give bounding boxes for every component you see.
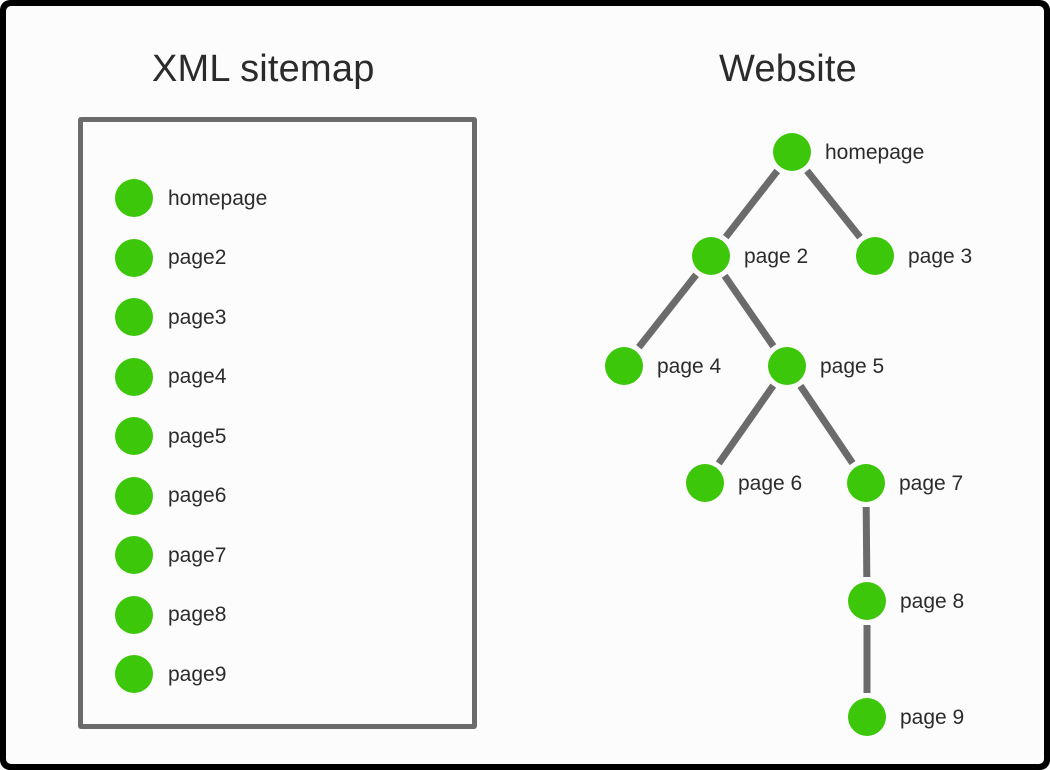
tree-node-page2[interactable]: page 2 — [692, 237, 808, 275]
list-item[interactable]: page3 — [115, 297, 226, 337]
list-item-label: page3 — [168, 305, 227, 329]
xml-sitemap-list-box: homepage page2 page3 page4 page5 page6 page7 pa… — [78, 117, 477, 729]
tree-edge-page7-to-page8 — [862, 506, 871, 578]
tree-node-label: homepage — [825, 140, 925, 164]
tree-edge-page5-to-page7 — [797, 383, 856, 466]
list-item[interactable]: page2 — [115, 238, 226, 278]
tree-node-page9[interactable]: page 9 — [848, 698, 964, 736]
list-item-label: page4 — [168, 365, 227, 388]
tree-edge-page2-to-page5 — [721, 273, 777, 349]
list-item-label: page7 — [168, 543, 227, 567]
tree-node-page8[interactable]: page 8 — [848, 582, 964, 620]
green-dot-icon — [848, 582, 886, 620]
green-dot-icon — [115, 238, 153, 277]
list-item[interactable]: page6 — [115, 476, 226, 516]
tree-node-label: page 9 — [900, 705, 965, 729]
tree-edge-homepage-to-page2 — [722, 168, 781, 240]
tree-node-page5[interactable]: page 5 — [768, 347, 884, 385]
tree-node-label: page 4 — [657, 354, 722, 378]
green-dot-icon — [115, 179, 153, 217]
diagram-inner-surface: XML sitemap homepage page2 page3 page4 page5… — [6, 6, 1044, 764]
tree-node-page3[interactable]: page 3 — [856, 237, 972, 275]
list-item-label: page9 — [168, 662, 227, 686]
tree-node-label: page 2 — [744, 244, 809, 268]
green-dot-icon — [115, 476, 153, 515]
green-dot-icon — [848, 698, 886, 736]
tree-node-homepage[interactable]: homepage — [773, 133, 924, 171]
list-item[interactable]: homepage — [115, 178, 267, 218]
list-item[interactable]: page8 — [115, 595, 226, 635]
tree-edge-page5-to-page6 — [715, 383, 777, 466]
tree-edge-page2-to-page4 — [636, 272, 699, 350]
tree-node-page6[interactable]: page 6 — [686, 464, 802, 502]
tree-node-label: page 6 — [738, 471, 803, 495]
green-dot-icon — [856, 237, 894, 275]
list-item-label: page5 — [168, 424, 227, 448]
green-dot-icon — [115, 357, 153, 396]
tree-node-page7[interactable]: page 7 — [847, 464, 963, 502]
green-dot-icon — [692, 237, 730, 275]
green-dot-icon — [115, 595, 153, 634]
xml-sitemap-list: homepage page2 page3 page4 page5 page6 page7 pa… — [83, 122, 472, 724]
tree-node-label: page 7 — [899, 471, 964, 495]
list-item-label: page6 — [168, 484, 227, 507]
list-item-label: homepage — [168, 186, 268, 210]
green-dot-icon — [773, 133, 811, 171]
tree-node-label: page 3 — [908, 244, 973, 268]
list-item[interactable]: page9 — [115, 654, 226, 694]
green-dot-icon — [115, 655, 153, 693]
green-dot-icon — [686, 464, 724, 502]
green-dot-icon — [115, 298, 153, 336]
green-dot-icon — [768, 347, 806, 385]
list-item[interactable]: page5 — [115, 416, 226, 456]
tree-node-page4[interactable]: page 4 — [605, 347, 721, 385]
panel-title-xml-sitemap: XML sitemap — [152, 48, 375, 90]
green-dot-icon — [605, 347, 643, 385]
list-item[interactable]: page7 — [115, 535, 226, 575]
green-dot-icon — [847, 464, 885, 502]
list-item[interactable]: page4 — [115, 357, 226, 397]
list-item-label: page8 — [168, 603, 227, 626]
green-dot-icon — [115, 536, 153, 574]
panel-title-website: Website — [719, 48, 857, 90]
tree-node-label: page 8 — [900, 589, 965, 613]
list-item-label: page2 — [168, 246, 227, 269]
green-dot-icon — [115, 417, 153, 455]
tree-node-label: page 5 — [820, 354, 885, 378]
tree-edge-homepage-to-page3 — [804, 168, 863, 240]
